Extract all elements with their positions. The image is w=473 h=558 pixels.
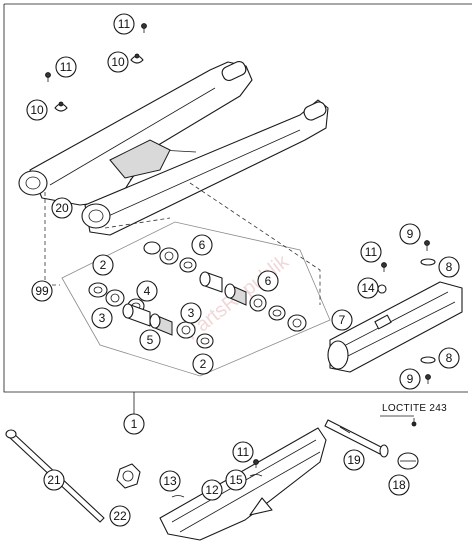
svg-text:12: 12 xyxy=(205,483,219,497)
callout-6-top: 6 xyxy=(191,234,213,256)
svg-text:9: 9 xyxy=(407,227,414,241)
callout-9-bottom: 9 xyxy=(399,368,421,390)
callout-10-left: 10 xyxy=(26,99,48,121)
svg-text:20: 20 xyxy=(55,201,69,215)
callout-18: 18 xyxy=(388,474,410,496)
chain-guide xyxy=(327,281,463,373)
callout-22: 22 xyxy=(109,505,131,527)
callout-6-right: 6 xyxy=(257,270,279,292)
svg-text:3: 3 xyxy=(188,306,195,320)
callout-15: 15 xyxy=(225,469,247,491)
callout-4: 4 xyxy=(136,280,158,302)
svg-text:7: 7 xyxy=(339,313,346,327)
svg-text:1: 1 xyxy=(131,417,138,431)
svg-text:18: 18 xyxy=(392,478,406,492)
svg-text:8: 8 xyxy=(446,260,453,274)
svg-text:15: 15 xyxy=(229,473,243,487)
svg-text:19: 19 xyxy=(347,453,361,467)
callout-8-bottom: 8 xyxy=(438,347,460,369)
svg-text:14: 14 xyxy=(361,281,375,295)
callout-11-right: 11 xyxy=(360,241,382,263)
callout-10-top: 10 xyxy=(107,51,129,73)
callout-14: 14 xyxy=(357,277,379,299)
axle-nut xyxy=(116,463,141,489)
top-screw-11 xyxy=(141,23,147,33)
callout-99: 99 xyxy=(31,280,53,302)
callout-13: 13 xyxy=(159,470,181,492)
svg-text:5: 5 xyxy=(147,333,154,347)
svg-text:6: 6 xyxy=(265,274,272,288)
lead-lines xyxy=(44,182,321,305)
svg-text:10: 10 xyxy=(111,55,125,69)
loctite-label: LOCTITE 243 xyxy=(382,403,447,414)
callout-11-left: 11 xyxy=(55,56,77,78)
slider-hardware xyxy=(171,459,263,498)
callout-11-top: 11 xyxy=(113,13,135,35)
callout-12: 12 xyxy=(201,479,223,501)
screw-11-left xyxy=(45,72,51,82)
bearing-group-outline xyxy=(61,221,331,377)
callout-3-left: 3 xyxy=(91,307,113,329)
svg-text:99: 99 xyxy=(35,284,49,298)
swingarm xyxy=(18,61,329,236)
svg-text:3: 3 xyxy=(99,311,106,325)
svg-text:9: 9 xyxy=(407,372,414,386)
svg-text:11: 11 xyxy=(237,445,250,459)
svg-text:10: 10 xyxy=(30,103,44,117)
bearing-parts xyxy=(88,241,307,349)
pivot-cap xyxy=(397,452,419,470)
callout-21: 21 xyxy=(43,469,65,491)
svg-text:21: 21 xyxy=(47,473,61,487)
callout-19: 19 xyxy=(343,449,365,471)
callout-5: 5 xyxy=(139,329,161,351)
svg-text:4: 4 xyxy=(144,284,151,298)
assembly-frame xyxy=(3,3,472,393)
clip-10-top xyxy=(130,53,144,64)
svg-text:22: 22 xyxy=(113,509,127,523)
svg-text:8: 8 xyxy=(446,351,453,365)
callout-2-top: 2 xyxy=(92,254,114,276)
callout-7: 7 xyxy=(331,309,353,331)
svg-text:2: 2 xyxy=(100,258,107,272)
clip-10-left xyxy=(54,101,68,112)
callout-11-bottom: 11 xyxy=(232,441,254,463)
svg-text:11: 11 xyxy=(365,245,378,259)
callout-9-top: 9 xyxy=(399,223,421,245)
callout-8-top: 8 xyxy=(438,256,460,278)
svg-text:6: 6 xyxy=(199,238,206,252)
svg-text:13: 13 xyxy=(163,474,177,488)
svg-text:2: 2 xyxy=(200,357,207,371)
callout-1: 1 xyxy=(123,413,145,435)
callout-3-right: 3 xyxy=(180,302,202,324)
pivot-bolt xyxy=(324,419,417,458)
svg-text:11: 11 xyxy=(60,60,73,74)
callout-2-bottom: 2 xyxy=(192,353,214,375)
callout-20: 20 xyxy=(51,197,73,219)
svg-text:11: 11 xyxy=(118,17,131,31)
guide-hardware xyxy=(377,240,436,384)
